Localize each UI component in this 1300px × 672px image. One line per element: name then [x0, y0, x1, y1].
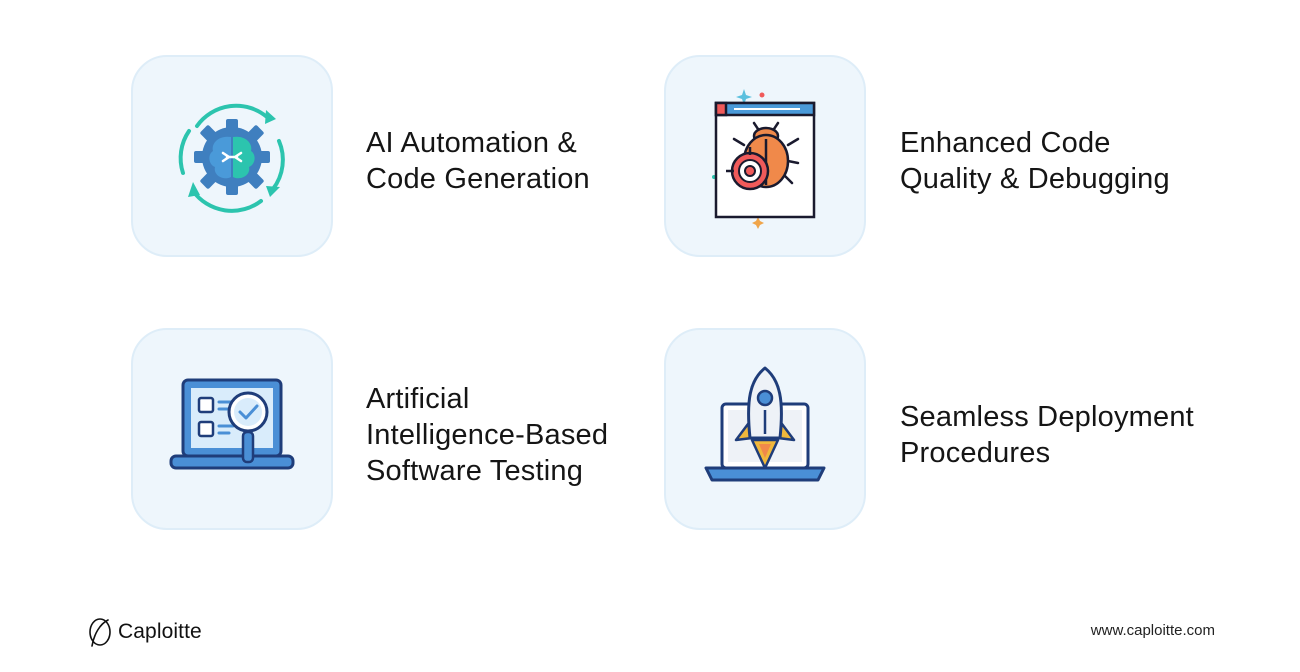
title-line: Intelligence-Based — [366, 419, 609, 451]
title-line: Software Testing — [366, 455, 584, 487]
title-line: Quality & Debugging — [900, 163, 1170, 195]
feature-title: Artificial Intelligence-Based Software T… — [366, 381, 608, 489]
title-line: Seamless Deployment — [900, 401, 1194, 433]
rocket-laptop-icon — [704, 366, 826, 482]
laptop-test-checklist-icon — [169, 378, 295, 470]
feature-title: AI Automation & Code Generation — [366, 125, 590, 197]
ai-brain-gear-icon — [178, 103, 285, 213]
bug-target-window-icon — [712, 89, 816, 229]
title-line: Code Generation — [366, 163, 590, 195]
feature-title: Enhanced Code Quality & Debugging — [900, 125, 1170, 197]
icon-tile — [131, 55, 333, 257]
website-url-link[interactable]: www.caploitte.com — [1090, 622, 1215, 639]
title-line: Artificial — [366, 383, 470, 415]
caploitte-logo-icon — [89, 618, 111, 647]
brand-name: Caploitte — [118, 620, 202, 643]
icon-tile — [664, 328, 866, 530]
icon-tile — [664, 55, 866, 257]
feature-title: Seamless Deployment Procedures — [900, 399, 1194, 471]
icon-tile — [131, 328, 333, 530]
title-line: Procedures — [900, 437, 1051, 469]
title-line: Enhanced Code — [900, 127, 1111, 159]
title-line: AI Automation & — [366, 127, 577, 159]
brand[interactable]: Caploitte — [86, 616, 202, 648]
